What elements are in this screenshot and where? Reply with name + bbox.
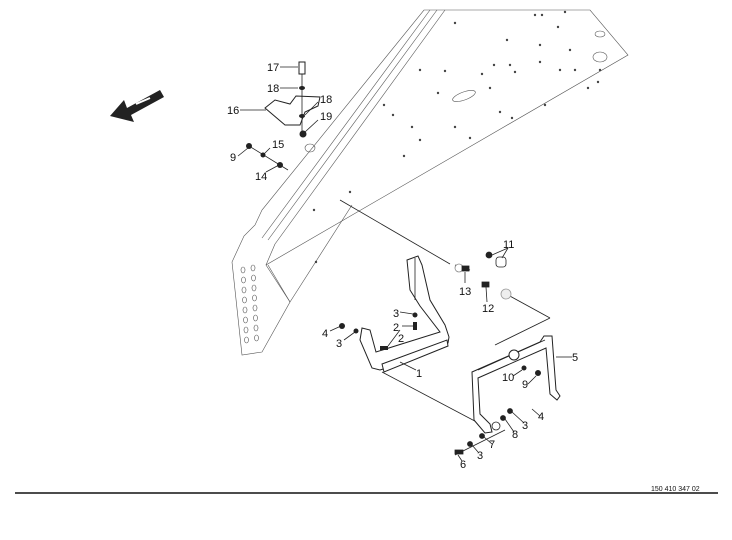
frame-hole: [243, 316, 248, 324]
callout-12: 12: [482, 303, 494, 315]
callout-7: 7: [489, 439, 495, 451]
frame-hole: [598, 68, 602, 72]
callout-3: 3: [336, 338, 342, 350]
frame-hole: [253, 324, 259, 332]
frame-hole: [436, 91, 440, 95]
frame-hole: [556, 25, 560, 29]
bracket-assembly-16: [246, 61, 321, 171]
frame-hole: [538, 60, 542, 64]
frame-beam: [231, 9, 629, 356]
callout-9: 9: [522, 379, 528, 391]
frame-hole: [251, 274, 256, 282]
frame-hole: [505, 38, 509, 42]
callout-3: 3: [477, 450, 483, 462]
frame-hole: [240, 266, 246, 274]
drawing-number: 150 410 347 02: [651, 486, 700, 493]
frame-hole: [543, 103, 547, 107]
frame-holes: [240, 10, 602, 344]
callout-3: 3: [522, 420, 528, 432]
frame-hole: [402, 154, 406, 158]
frame-hole: [568, 48, 572, 52]
frame-hole: [410, 125, 414, 129]
callout-13: 13: [459, 286, 471, 298]
frame-hole: [538, 43, 542, 47]
frame-hole: [510, 116, 514, 120]
callout-3: 3: [393, 308, 399, 320]
callout-4: 4: [322, 328, 328, 340]
frame-hole: [241, 276, 246, 284]
frame-hole: [453, 21, 457, 25]
frame-hole: [513, 70, 517, 74]
frame-hole: [250, 264, 256, 272]
frame-hole: [453, 125, 457, 129]
frame-hole: [498, 110, 502, 114]
callout-11: 11: [503, 239, 514, 251]
step-frame-5: [471, 317, 561, 434]
frame-hole: [468, 136, 472, 140]
frame-hole: [243, 326, 249, 334]
frame-hole: [244, 336, 249, 344]
callout-5: 5: [572, 352, 578, 364]
callout-8: 8: [512, 429, 518, 441]
callout-19: 19: [320, 111, 332, 123]
callout-15: 15: [272, 139, 284, 151]
frame-hole: [241, 286, 247, 294]
frame-hole: [251, 284, 257, 292]
frame-hole: [418, 68, 422, 72]
callout-2: 2: [393, 322, 399, 334]
frame-hole: [480, 72, 484, 76]
frame-hole: [418, 138, 422, 142]
frame-hole: [533, 13, 537, 17]
callout-16: 16: [227, 105, 239, 117]
frame-hole: [252, 294, 257, 302]
frame-hole: [242, 296, 247, 304]
frame-hole: [252, 304, 258, 312]
frame-hole: [253, 314, 258, 322]
leader-lines: [339, 199, 551, 456]
frame-hole: [540, 13, 544, 17]
frame-hole: [242, 306, 248, 314]
frame-hole: [488, 86, 492, 90]
callout-6: 6: [460, 459, 466, 471]
frame-hole: [314, 260, 318, 264]
step-bracket-1: [339, 255, 489, 429]
frame-hole: [586, 86, 590, 90]
frame-hole: [254, 334, 259, 342]
callout-leaders: [237, 66, 572, 462]
frame-hole: [492, 63, 496, 67]
frame-hole: [508, 63, 512, 67]
frame-hole: [596, 80, 600, 84]
frame-hole: [391, 113, 395, 117]
frame-hole: [558, 68, 562, 72]
callout-17: 17: [267, 62, 279, 74]
frame-hole: [312, 208, 316, 212]
callout-18: 18: [320, 94, 332, 106]
frame-hole: [573, 68, 577, 72]
callout-4: 4: [538, 411, 544, 423]
frame-hole: [563, 10, 567, 14]
callout-14: 14: [255, 171, 267, 183]
callout-9: 9: [230, 152, 236, 164]
callout-10: 10: [502, 372, 514, 384]
frame-hole: [443, 69, 447, 73]
frame-hole: [382, 103, 386, 107]
callout-18: 18: [267, 83, 279, 95]
frame-hole: [348, 190, 352, 194]
callout-1: 1: [416, 368, 422, 380]
callout-2: 2: [398, 333, 404, 345]
travel-direction-arrow-icon: [110, 90, 164, 122]
